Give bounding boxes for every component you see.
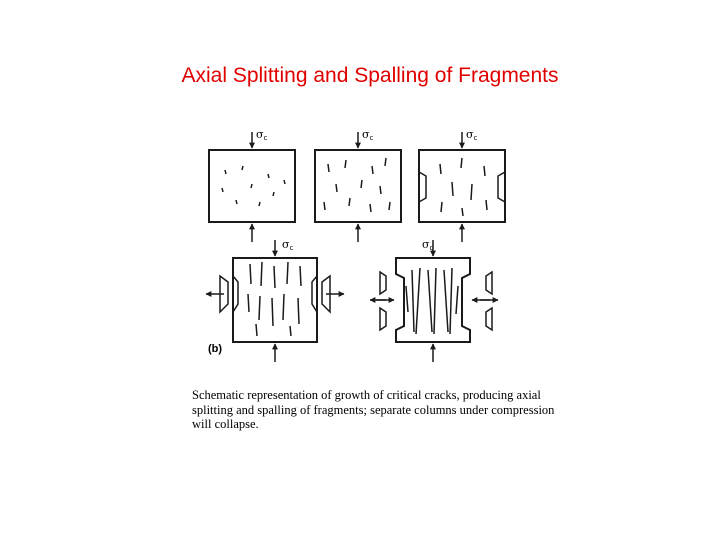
stage-4-specimen: σc: [205, 238, 345, 362]
stage-3-specimen: σc: [418, 128, 506, 242]
stage-5-specimen: σc: [369, 238, 499, 362]
stress-label: σc: [466, 128, 478, 142]
slide-title: Axial Splitting and Spalling of Fragment…: [181, 64, 559, 87]
crack-growth-figure: σc σc: [205, 128, 506, 362]
panel-label: (b): [208, 343, 222, 355]
stress-label: σc: [422, 238, 434, 252]
figure-caption: Schematic representation of growth of cr…: [192, 388, 555, 431]
stress-label: σc: [256, 128, 268, 142]
stage-1-specimen: σc: [208, 128, 296, 242]
stress-label: σc: [362, 128, 374, 142]
stage-2-specimen: σc: [314, 128, 402, 242]
stress-label: σc: [282, 238, 294, 252]
